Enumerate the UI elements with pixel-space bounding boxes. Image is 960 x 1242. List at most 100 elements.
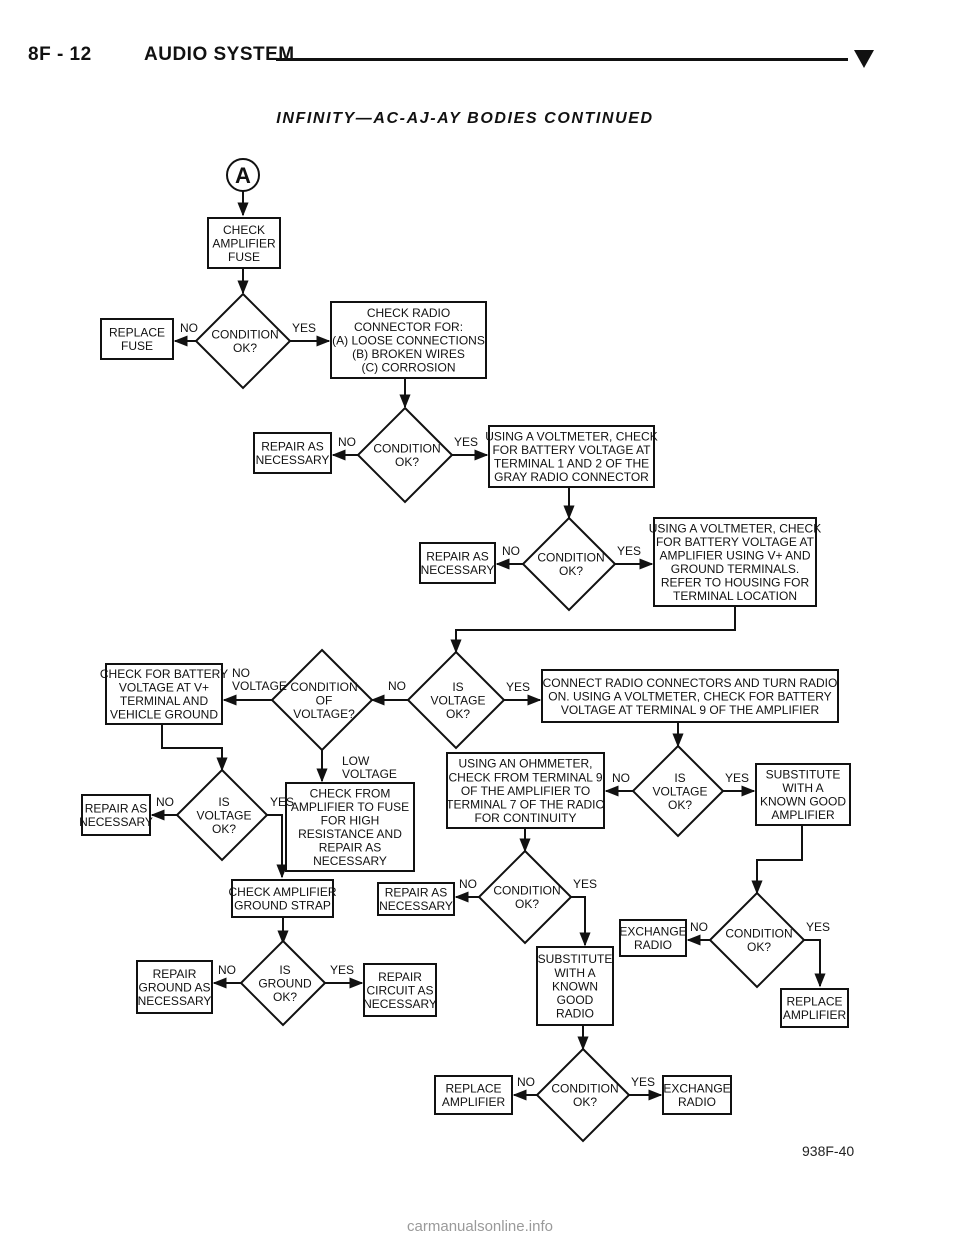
repair-circuit-box	[363, 963, 437, 1017]
cond-5-decision	[708, 891, 806, 989]
replace-fuse-box	[100, 318, 174, 360]
check-fuse-resistance-box	[285, 782, 415, 872]
flow-arrow	[804, 939, 826, 988]
flow-arrow	[267, 814, 288, 879]
repair-ground-box	[136, 960, 213, 1014]
check-fuse-box	[207, 217, 281, 269]
is-voltage-3-decision	[631, 744, 725, 838]
figure-id: 938F-40	[802, 1143, 855, 1159]
edge-yes: YES	[270, 795, 294, 809]
page-header: 8F - 12 AUDIO SYSTEM	[0, 0, 960, 80]
edge-yes: YES	[506, 680, 530, 694]
edge-yes: YES	[454, 435, 478, 449]
cond-1-decision	[194, 292, 292, 390]
repair-1-box	[253, 432, 332, 474]
flow-arrow	[751, 825, 803, 895]
voltmeter-gray-box	[488, 425, 655, 488]
edge-yes: YES	[806, 920, 830, 934]
cond-3-decision	[521, 516, 617, 612]
page-number: 8F - 12	[28, 44, 92, 65]
replace-amp-1-box	[780, 988, 849, 1028]
flow-arrow	[161, 724, 228, 772]
replace-amp-2-box	[434, 1075, 513, 1115]
edge-no: NO	[218, 963, 236, 977]
voltmeter-amp-box	[653, 517, 817, 607]
check-ground-strap-box	[231, 879, 334, 918]
connector-a	[226, 158, 260, 192]
check-battery-v-box	[105, 663, 223, 725]
edge-no: NO	[502, 544, 520, 558]
cond-2-decision	[356, 406, 454, 504]
diagram-subtitle: INFINITY—AC-AJ-AY BODIES CONTINUED	[276, 110, 654, 127]
substitute-radio-box	[536, 946, 614, 1026]
exchange-radio-2-box	[662, 1075, 732, 1115]
cond-6-decision	[535, 1047, 631, 1143]
is-ground-decision	[239, 939, 327, 1027]
edge-yes: YES	[725, 771, 749, 785]
edge-no: NO	[338, 435, 356, 449]
repair-4-box	[377, 882, 455, 916]
watermark: carmanualsonline.info	[407, 1218, 553, 1235]
is-voltage-1-decision	[406, 650, 506, 750]
edge-no: NO	[517, 1075, 535, 1089]
substitute-amp-box	[755, 763, 851, 826]
cond-voltage-decision	[270, 648, 374, 752]
flow-arrow	[450, 606, 736, 654]
exchange-radio-1-box	[619, 919, 687, 957]
edge-no: NO	[459, 877, 477, 891]
edge-no: NO	[156, 795, 174, 809]
header-rule	[276, 58, 848, 61]
edge-no: NO	[388, 679, 406, 693]
edge-yes: YES	[292, 321, 316, 335]
edge-no: NO	[612, 771, 630, 785]
ohmmeter-box	[446, 752, 605, 829]
edge-yes: YES	[631, 1075, 655, 1089]
is-voltage-2-decision	[175, 768, 269, 862]
repair-3-box	[81, 794, 151, 836]
edge-yes: YES	[330, 963, 354, 977]
edge-no: NO	[690, 920, 708, 934]
edge-yes: YES	[617, 544, 641, 558]
edge-no: NO	[180, 321, 198, 335]
flow-arrow	[571, 896, 591, 947]
check-radio-connector-box	[330, 301, 487, 379]
header-triangle-icon	[854, 50, 874, 68]
edge-yes: YES	[573, 877, 597, 891]
cond-4-decision	[477, 849, 573, 945]
